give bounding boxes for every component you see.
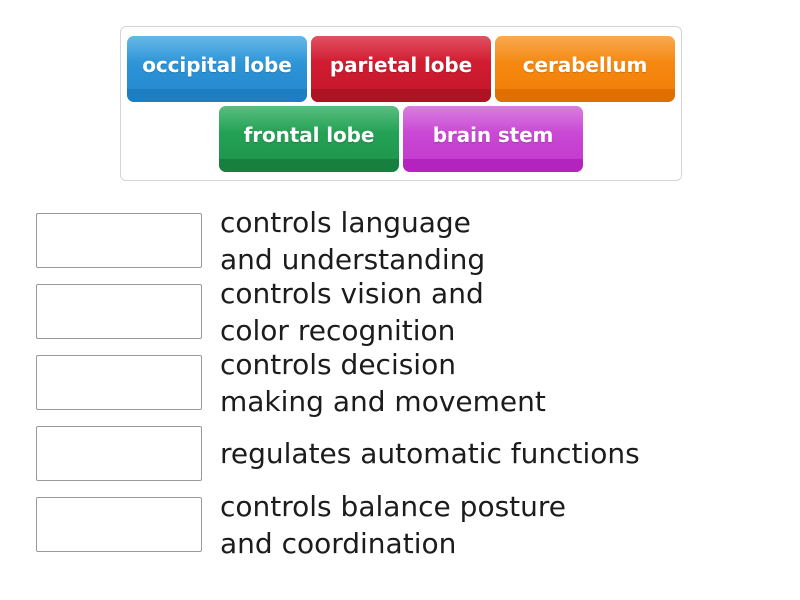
tile-label: frontal lobe [243, 123, 375, 147]
tile-label: brain stem [432, 123, 554, 147]
answer-row: regulates automatic functions [0, 418, 800, 489]
drop-zone-2[interactable] [36, 284, 202, 339]
tile-row-2: frontal lobe brain stem [219, 105, 583, 172]
drop-zone-5[interactable] [36, 497, 202, 552]
tile-label: occipital lobe [142, 53, 292, 77]
answer-row: controls language and understanding [0, 205, 800, 276]
answer-row: controls decision making and movement [0, 347, 800, 418]
tile-label: cerabellum [522, 53, 648, 77]
tile-occipital-lobe[interactable]: occipital lobe [127, 35, 307, 102]
answer-description-5: controls balance posture and coordinatio… [220, 489, 567, 560]
tile-parietal-lobe[interactable]: parietal lobe [311, 35, 491, 102]
tile-bank: occipital lobe parietal lobe cerabellum … [120, 26, 682, 181]
answer-description-2: controls vision and color recognition [220, 276, 484, 347]
answer-row: controls vision and color recognition [0, 276, 800, 347]
tile-row-1: occipital lobe parietal lobe cerabellum [127, 35, 675, 102]
tile-frontal-lobe[interactable]: frontal lobe [219, 105, 399, 172]
answer-row: controls balance posture and coordinatio… [0, 489, 800, 560]
answer-description-3: controls decision making and movement [220, 347, 546, 418]
answer-description-1: controls language and understanding [220, 205, 486, 276]
drop-zone-1[interactable] [36, 213, 202, 268]
answer-description-4: regulates automatic functions [220, 437, 640, 470]
drop-zone-4[interactable] [36, 426, 202, 481]
tile-label: parietal lobe [329, 53, 473, 77]
tile-brain-stem[interactable]: brain stem [403, 105, 583, 172]
drop-zone-3[interactable] [36, 355, 202, 410]
answer-list: controls language and understanding cont… [0, 205, 800, 560]
tile-cerabellum[interactable]: cerabellum [495, 35, 675, 102]
